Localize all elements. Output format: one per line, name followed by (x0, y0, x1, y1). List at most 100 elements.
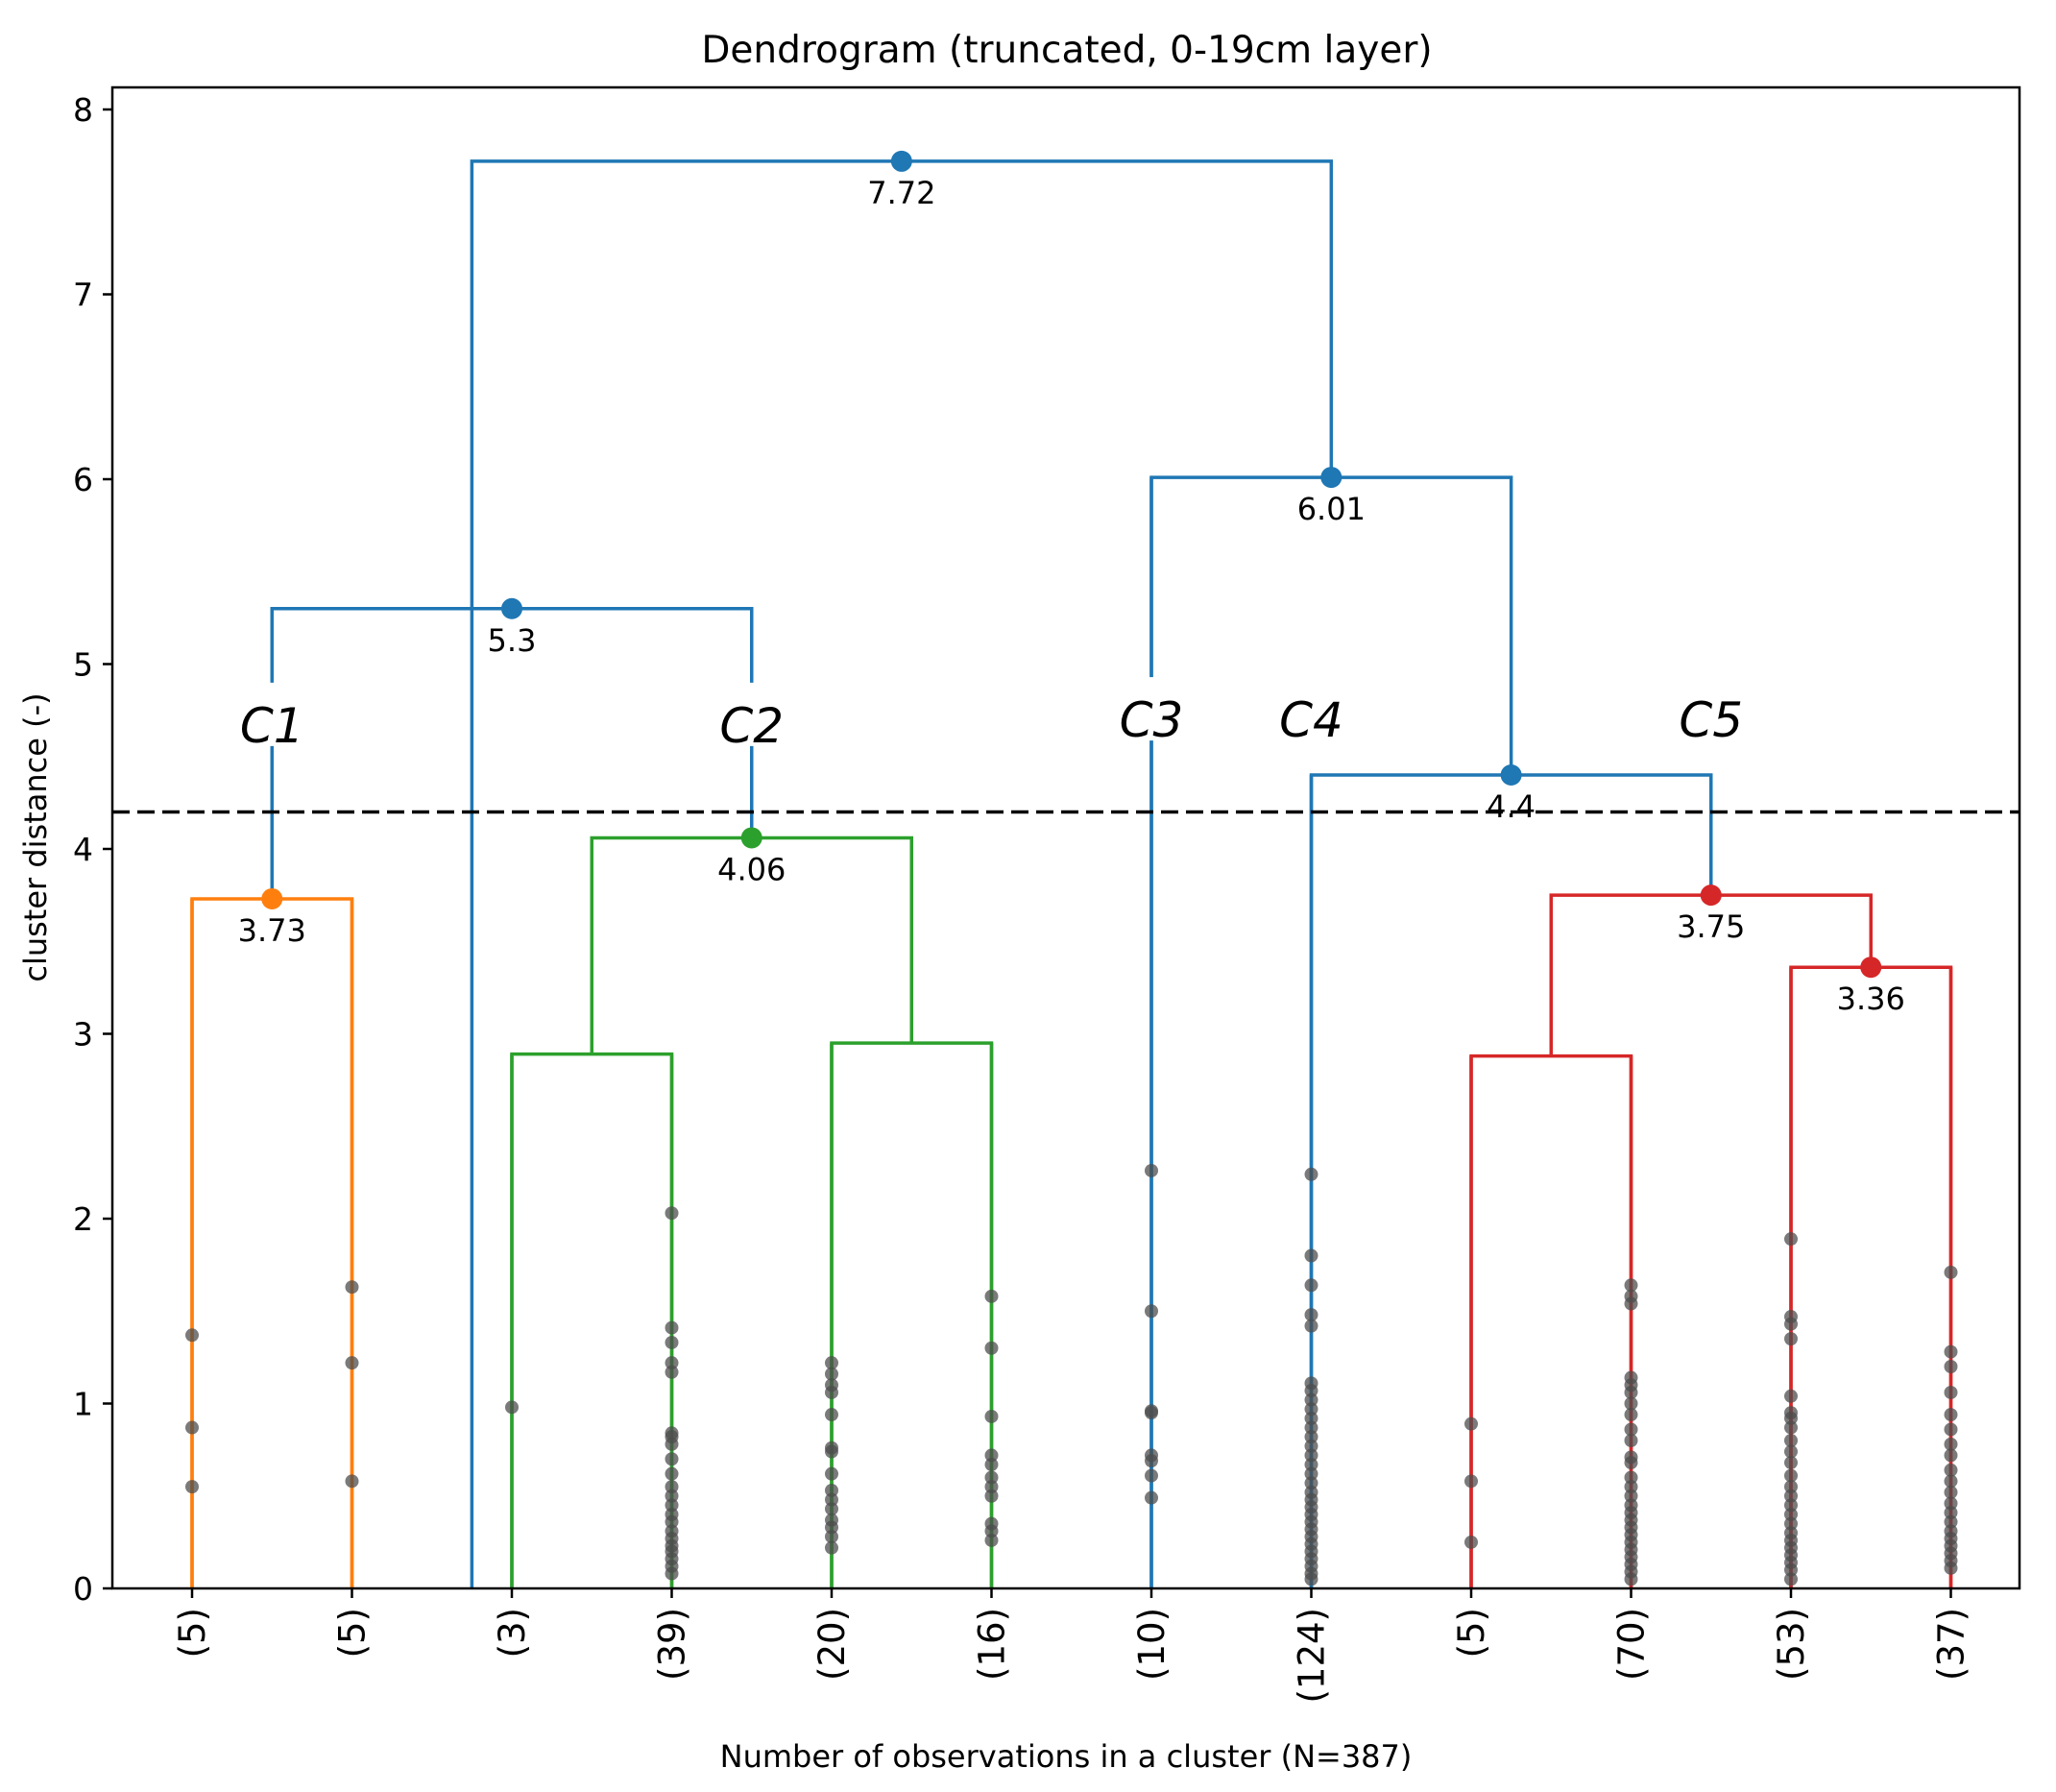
merge-node-marker (1860, 957, 1882, 979)
observation-point (1464, 1535, 1478, 1549)
observation-point (1304, 1411, 1318, 1425)
observation-point (665, 1514, 679, 1529)
observation-point (345, 1474, 359, 1489)
dendrogram-link (470, 159, 1334, 1588)
dendrogram-link (190, 897, 354, 1588)
observation-point (345, 1280, 359, 1295)
observation-point (1145, 1454, 1158, 1468)
observation-point (1145, 1406, 1158, 1420)
merge-height-label: 6.01 (1297, 491, 1366, 527)
observation-point (1304, 1439, 1318, 1453)
observation-point (665, 1335, 679, 1349)
observation-point (665, 1452, 679, 1466)
observation-point (1784, 1516, 1798, 1531)
observation-point (825, 1492, 838, 1507)
observation-point (825, 1540, 838, 1555)
observation-point (1784, 1480, 1798, 1494)
observation-point (1944, 1463, 1958, 1477)
observation-point (984, 1448, 999, 1463)
merge-node-marker (740, 827, 762, 849)
cluster-label: C3 (1120, 692, 1184, 748)
observation-point (665, 1498, 679, 1513)
observation-point (1624, 1396, 1638, 1411)
observation-point (1624, 1385, 1638, 1399)
observation-point (1304, 1402, 1318, 1417)
observation-point (1304, 1167, 1318, 1181)
x-tick-label: (5) (332, 1608, 374, 1658)
observation-point (1304, 1466, 1318, 1481)
dendrogram-link (1309, 773, 1713, 1588)
x-tick-label: (20) (811, 1608, 853, 1681)
observation-point (665, 1206, 679, 1221)
observation-point (185, 1420, 199, 1435)
observation-point (1304, 1476, 1318, 1490)
observation-point (1145, 1468, 1158, 1483)
observation-point (1304, 1458, 1318, 1472)
x-tick-label: (37) (1931, 1608, 1972, 1681)
cluster-label: C2 (719, 698, 784, 754)
observation-point (1784, 1444, 1798, 1459)
observation-point (1944, 1496, 1958, 1511)
observation-point (1784, 1317, 1798, 1331)
observation-point (1624, 1296, 1638, 1311)
observation-point (345, 1356, 359, 1370)
observation-point (185, 1328, 199, 1343)
observation-point (1464, 1474, 1478, 1489)
observation-point (984, 1524, 999, 1538)
x-tick-label: (10) (1131, 1608, 1173, 1681)
observation-point (1464, 1417, 1478, 1431)
observation-point (1304, 1319, 1318, 1333)
observation-point (825, 1530, 838, 1544)
observation-point (1624, 1572, 1638, 1586)
observation-point (1304, 1572, 1318, 1586)
observation-point (1944, 1485, 1958, 1499)
merge-node-marker (890, 150, 912, 172)
observation-point (984, 1409, 999, 1423)
x-tick-label: (5) (1451, 1608, 1492, 1658)
observation-point (984, 1289, 999, 1303)
observation-point (825, 1483, 838, 1497)
observation-point (1944, 1265, 1958, 1279)
observation-point (1624, 1278, 1638, 1293)
observation-point (1944, 1385, 1958, 1399)
observation-point (1145, 1163, 1158, 1177)
observation-point (1944, 1474, 1958, 1489)
observation-point (1304, 1248, 1318, 1263)
observation-point (1784, 1572, 1798, 1586)
observation-point (1624, 1408, 1638, 1422)
observation-point (825, 1367, 838, 1381)
plot-frame (110, 85, 2021, 1590)
observation-point (1304, 1430, 1318, 1444)
observation-point (1304, 1392, 1318, 1407)
y-tick-label: 8 (73, 91, 93, 129)
y-tick-label: 5 (73, 646, 93, 684)
x-tick-label: (5) (172, 1608, 213, 1658)
observation-point (665, 1566, 679, 1581)
y-tick-label: 7 (73, 277, 93, 314)
y-tick-label: 0 (73, 1570, 93, 1608)
observation-point (825, 1502, 838, 1516)
y-tick-label: 1 (73, 1386, 93, 1423)
dendrogram-link (510, 1052, 674, 1588)
dendrogram-link (1469, 1053, 1633, 1588)
merge-node-marker (1320, 467, 1342, 489)
observation-point (984, 1341, 999, 1355)
x-tick-label: (53) (1771, 1608, 1812, 1681)
observation-point (185, 1480, 199, 1494)
observation-point (984, 1458, 999, 1472)
observation-point (1784, 1332, 1798, 1346)
observation-point (825, 1408, 838, 1422)
cluster-label: C1 (240, 698, 304, 754)
merge-height-label: 4.4 (1487, 788, 1536, 825)
cluster-label-gap (1142, 677, 1161, 741)
observation-point (1944, 1344, 1958, 1359)
observation-point (1944, 1360, 1958, 1373)
observation-point (1304, 1278, 1318, 1293)
observation-point (1304, 1420, 1318, 1435)
observation-point (665, 1480, 679, 1494)
observation-point (1624, 1434, 1638, 1447)
y-axis-label: cluster distance (-) (17, 692, 54, 981)
observation-point (825, 1444, 838, 1459)
